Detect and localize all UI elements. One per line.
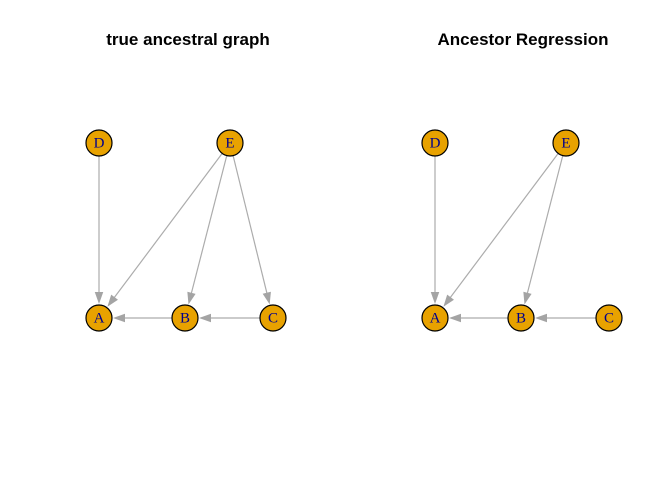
node-label-B: B [516, 311, 526, 327]
arrowhead-E-B [187, 291, 196, 305]
arrowhead-E-B [523, 291, 532, 305]
node-label-D: D [94, 136, 105, 152]
edge-E-B [526, 155, 564, 295]
edge-E-B [190, 155, 228, 295]
node-label-B: B [180, 311, 190, 327]
node-E [552, 129, 580, 157]
node-A [85, 304, 113, 332]
node-label-E: E [225, 136, 234, 152]
arrowhead-B-A [449, 313, 461, 323]
edge-E-A [448, 153, 559, 300]
node-D [421, 129, 449, 157]
node-label-C: C [268, 311, 278, 327]
node-C [259, 304, 287, 332]
node-B [507, 304, 535, 332]
arrowhead-B-A [113, 313, 125, 323]
node-B [171, 304, 199, 332]
edge-E-A [112, 153, 223, 300]
node-D [85, 129, 113, 157]
left-plot-title: true ancestral graph [106, 30, 270, 49]
node-E [216, 129, 244, 157]
right-plot-title: Ancestor Regression [437, 30, 609, 49]
arrowhead-E-A [443, 294, 454, 307]
node-label-E: E [561, 136, 570, 152]
edge-E-C [232, 155, 268, 295]
node-label-A: A [94, 311, 105, 327]
node-C [595, 304, 623, 332]
node-label-A: A [430, 311, 441, 327]
arrowhead-C-B [199, 313, 211, 323]
node-label-C: C [604, 311, 614, 327]
node-label-D: D [430, 136, 441, 152]
arrowhead-D-A [430, 292, 440, 304]
arrowhead-C-B [535, 313, 547, 323]
arrowhead-D-A [94, 292, 104, 304]
arrowhead-E-C [262, 291, 271, 305]
arrowhead-E-A [107, 294, 118, 307]
node-A [421, 304, 449, 332]
